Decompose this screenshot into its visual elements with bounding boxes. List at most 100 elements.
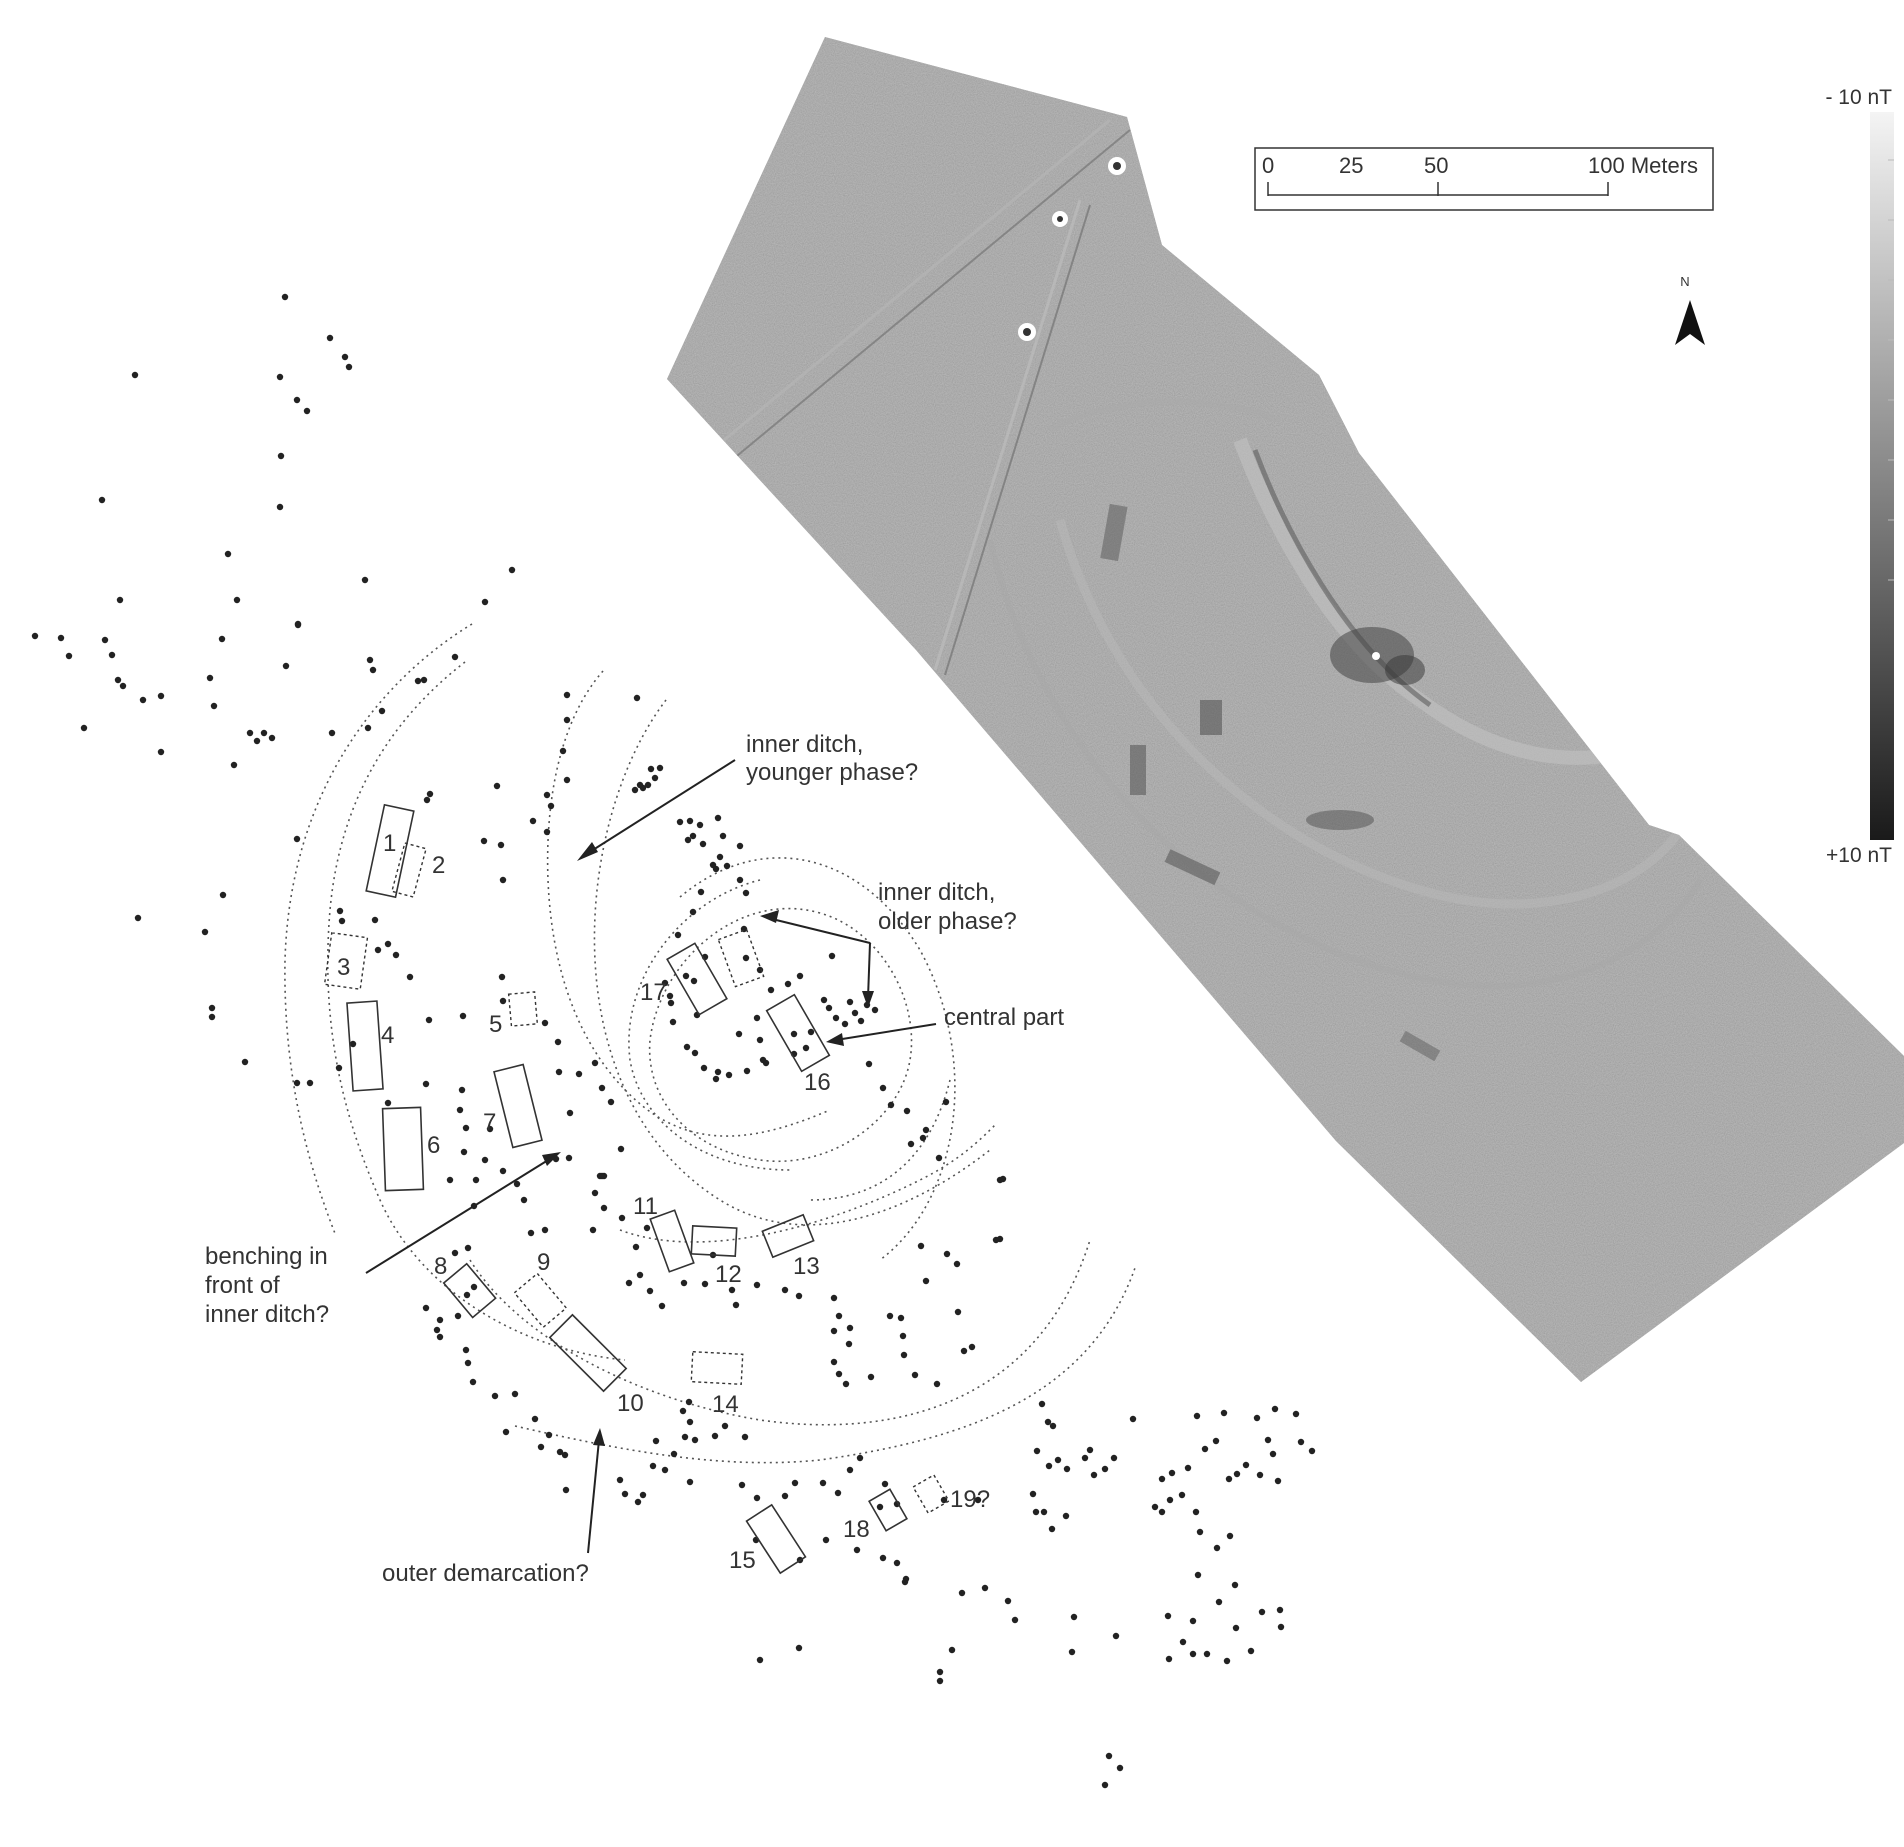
pit-dot xyxy=(1179,1638,1187,1646)
pit-dot xyxy=(1308,1447,1316,1455)
pit-dot xyxy=(691,1049,699,1057)
pit-dot xyxy=(563,716,571,724)
pit-dot xyxy=(643,1224,651,1232)
pit-dot xyxy=(686,1478,694,1486)
building-3-label: 3 xyxy=(337,954,350,981)
pit-dot xyxy=(210,702,218,710)
pit-dot xyxy=(851,1009,859,1017)
pit-dot xyxy=(425,1016,433,1024)
pit-dot xyxy=(268,734,276,742)
pit-dot xyxy=(767,986,775,994)
pit-dot xyxy=(1090,1471,1098,1479)
pit-dot xyxy=(566,1109,574,1117)
pit-dot xyxy=(656,764,664,772)
pit-dot xyxy=(725,1071,733,1079)
pit-dot xyxy=(738,1481,746,1489)
pit-dot xyxy=(481,1156,489,1164)
pit-dot xyxy=(756,966,764,974)
pit-dot xyxy=(436,1316,444,1324)
pit-dot xyxy=(879,1084,887,1092)
annotation-inner-older-line2: older phase? xyxy=(878,908,1017,935)
pit-dot xyxy=(598,1172,606,1180)
pit-dot xyxy=(1038,1400,1046,1408)
pit-dot xyxy=(658,1302,666,1310)
pit-dot xyxy=(513,1180,521,1188)
building-14: 14 xyxy=(690,1350,744,1418)
pit-dot xyxy=(1004,1597,1012,1605)
pit-dot xyxy=(423,796,431,804)
pit-dot xyxy=(460,1148,468,1156)
pit-dot xyxy=(575,1070,583,1078)
pit-dot xyxy=(919,1134,927,1142)
pit-dot xyxy=(253,737,261,745)
pit-features xyxy=(31,293,1316,1789)
building-17: 17 xyxy=(640,942,728,1016)
pit-dot xyxy=(846,1466,854,1474)
pit-dot xyxy=(712,865,720,873)
pit-dot xyxy=(711,1432,719,1440)
pit-dot xyxy=(701,1280,709,1288)
pit-dot xyxy=(31,632,39,640)
annotation-benching: benching in front of inner ditch? xyxy=(205,1152,561,1328)
building-16: 16 xyxy=(765,993,831,1096)
pit-dot xyxy=(900,1351,908,1359)
pit-dot xyxy=(480,837,488,845)
building-19-label: 19? xyxy=(950,1486,990,1513)
pit-dot xyxy=(1225,1475,1233,1483)
pit-dot xyxy=(543,791,551,799)
pit-dot xyxy=(446,1176,454,1184)
pit-dot xyxy=(384,940,392,948)
pit-dot xyxy=(294,620,302,628)
pit-dot xyxy=(940,1496,948,1504)
building-15: 15 xyxy=(729,1503,807,1575)
pit-dot xyxy=(462,1346,470,1354)
pit-dot xyxy=(753,1014,761,1022)
pit-dot xyxy=(670,1450,678,1458)
pit-dot xyxy=(366,656,374,664)
pit-dot xyxy=(879,1554,887,1562)
pit-dot xyxy=(134,914,142,922)
legend-gradient-bar xyxy=(1870,112,1894,840)
pit-dot xyxy=(853,1546,861,1554)
pit-dot xyxy=(554,1038,562,1046)
pit-dot xyxy=(464,1359,472,1367)
pit-dot xyxy=(1213,1544,1221,1552)
pit-dot xyxy=(948,1646,956,1654)
pit-dot xyxy=(1086,1446,1094,1454)
pit-dot xyxy=(897,1314,905,1322)
pit-dot xyxy=(543,828,551,836)
pit-dot xyxy=(871,1006,879,1014)
ditch-outer-south-1 xyxy=(469,1239,1091,1426)
pit-dot xyxy=(545,1431,553,1439)
pit-dot xyxy=(101,636,109,644)
pit-dot xyxy=(349,1040,357,1048)
building-1: 1 xyxy=(365,803,415,899)
pit-dot xyxy=(835,1312,843,1320)
pit-dot xyxy=(674,931,682,939)
pit-dot xyxy=(753,1494,761,1502)
pit-dot xyxy=(881,1480,889,1488)
pit-dot xyxy=(933,1380,941,1388)
building-9-label: 9 xyxy=(537,1249,550,1276)
pit-dot xyxy=(1192,1508,1200,1516)
pit-dot xyxy=(830,1294,838,1302)
pit-dot xyxy=(666,992,674,1000)
building-17-label: 17 xyxy=(640,979,667,1006)
pit-dot xyxy=(499,997,507,1005)
pit-dot xyxy=(644,781,652,789)
pit-dot xyxy=(796,972,804,980)
pit-dot xyxy=(743,1067,751,1075)
building-8: 8 xyxy=(434,1253,497,1319)
pit-dot xyxy=(426,790,434,798)
pit-dot xyxy=(345,363,353,371)
annotation-central-part: central part xyxy=(826,1004,1064,1046)
pit-dot xyxy=(206,674,214,682)
pit-dot xyxy=(1258,1608,1266,1616)
pit-dot xyxy=(741,1433,749,1441)
pit-dot xyxy=(683,1043,691,1051)
pit-dot xyxy=(224,550,232,558)
pit-dot xyxy=(157,748,165,756)
pit-dot xyxy=(667,999,675,1007)
pit-dot xyxy=(828,952,836,960)
